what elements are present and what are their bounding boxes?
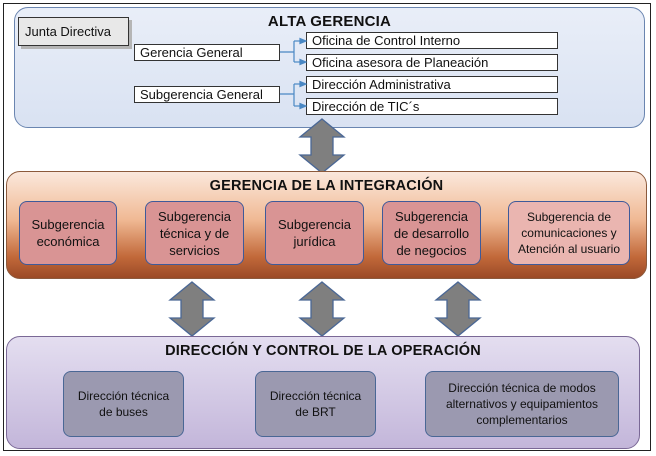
subgerencia-box: Subgerencia de comunicaciones y Atención… <box>508 201 630 265</box>
double-arrow-icon <box>298 118 346 174</box>
direccion-box: Dirección técnica de buses <box>63 371 184 437</box>
direccion-box: Dirección técnica de modos alternativos … <box>425 371 619 437</box>
office-box: Dirección Administrativa <box>306 76 558 93</box>
gerencia-general-box: Gerencia General <box>134 44 280 61</box>
direccion-box: Dirección técnica de BRT <box>255 371 376 437</box>
direccion-operacion-title: DIRECCIÓN Y CONTROL DE LA OPERACIÓN <box>165 343 481 359</box>
subgerencia-box: Subgerencia jurídica <box>265 201 364 265</box>
double-arrow-icon <box>168 281 216 337</box>
double-arrow-icon <box>434 281 482 337</box>
gerencia-integracion-title: GERENCIA DE LA INTEGRACIÓN <box>209 178 444 194</box>
office-box: Dirección de TIC´s <box>306 98 558 115</box>
double-arrow-icon <box>298 281 346 337</box>
subgerencia-box: Subgerencia técnica y de servicios <box>145 201 244 265</box>
junta-directiva-box: Junta Directiva <box>18 17 129 46</box>
office-box: Oficina de Control Interno <box>306 32 558 49</box>
subgerencia-box: Subgerencia económica <box>19 201 117 265</box>
subgerencia-box: Subgerencia de desarrollo de negocios <box>382 201 481 265</box>
office-box: Oficina asesora de Planeación <box>306 54 558 71</box>
alta-gerencia-title: ALTA GERENCIA <box>267 13 392 30</box>
subgerencia-general-box: Subgerencia General <box>134 86 280 103</box>
diagram-frame <box>3 3 651 451</box>
